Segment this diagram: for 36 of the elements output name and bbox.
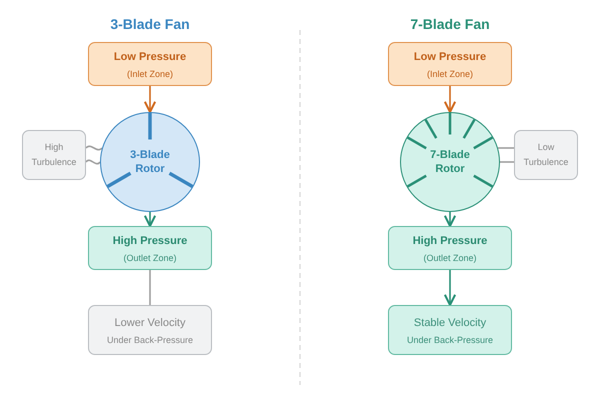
- connector-line: [85, 160, 101, 164]
- outlet-zone-box: [88, 226, 212, 270]
- inlet-zone-box: [88, 42, 212, 86]
- result-box: [388, 305, 512, 355]
- connector-line: [149, 270, 151, 305]
- zone-subtitle: (Inlet Zone): [126, 68, 174, 78]
- node-label: High Pressure: [112, 234, 188, 248]
- note-box: [22, 130, 86, 180]
- node-label: Low Pressure: [114, 50, 186, 64]
- zone-subtitle: (Outlet Zone): [123, 252, 177, 262]
- column-title: 3-Blade Fan: [109, 16, 191, 32]
- node-label: 7-Blade Rotor: [429, 148, 471, 176]
- arrow: [144, 86, 156, 114]
- outlet-zone-box: [388, 226, 512, 270]
- node-label: High Pressure: [412, 234, 488, 248]
- column-title: 7-Blade Fan: [409, 16, 491, 32]
- node-label: Low Pressure: [414, 50, 486, 64]
- zone-subtitle: Under Back-Pressure: [406, 334, 494, 344]
- connector-line: [500, 161, 514, 163]
- zone-subtitle: Under Back-Pressure: [106, 334, 194, 344]
- node-label: Low Turbulence: [522, 141, 570, 169]
- arrow: [444, 86, 456, 114]
- inlet-zone-box: [388, 42, 512, 86]
- zone-subtitle: (Outlet Zone): [423, 252, 477, 262]
- node-label: High Turbulence: [30, 141, 78, 169]
- arrow: [444, 212, 456, 228]
- arrow: [444, 270, 456, 306]
- arrow: [144, 212, 156, 228]
- result-box: [88, 305, 212, 355]
- note-box: [514, 130, 578, 180]
- connector-line: [498, 147, 514, 149]
- node-label: Lower Velocity: [114, 316, 186, 330]
- node-label: Stable Velocity: [414, 316, 486, 330]
- node-label: 3-Blade Rotor: [129, 148, 171, 176]
- connector-line: [85, 146, 103, 150]
- zone-subtitle: (Inlet Zone): [426, 68, 474, 78]
